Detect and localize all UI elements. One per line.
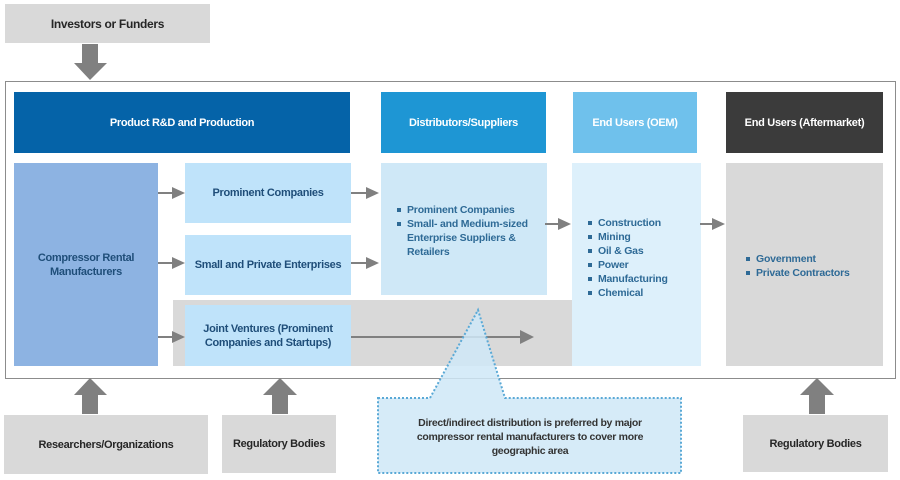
- manufacturers-box: Compressor Rental Manufacturers: [14, 163, 158, 366]
- investors-label: Investors or Funders: [50, 16, 165, 31]
- arrow-right-icon: [700, 218, 725, 230]
- oem-body: Construction Mining Oil & Gas Power Manu…: [572, 163, 701, 366]
- header-end-users-oem: End Users (OEM): [573, 92, 697, 153]
- arrow-up-icon: [74, 378, 107, 414]
- regulatory-bodies-left-label: Regulatory Bodies: [232, 438, 326, 450]
- regulatory-bodies-right-label: Regulatory Bodies: [769, 437, 862, 450]
- researchers-box: Researchers/Organizations: [4, 415, 208, 474]
- header-product-rd: Product R&D and Production: [14, 92, 350, 153]
- joint-ventures-box: Joint Ventures (Prominent Companies and …: [185, 305, 351, 366]
- prominent-companies-label: Prominent Companies: [212, 187, 324, 199]
- researchers-label: Researchers/Organizations: [38, 438, 174, 451]
- callout-text-box: Direct/indirect distribution is preferre…: [380, 402, 680, 471]
- list-item: Private Contractors: [744, 266, 877, 280]
- prominent-companies-box: Prominent Companies: [185, 163, 351, 223]
- list-item: Government: [744, 252, 877, 266]
- arrow-right-icon: [545, 218, 571, 230]
- arrow-right-icon: [351, 257, 379, 269]
- list-item: Manufacturing: [586, 272, 695, 286]
- aftermarket-body: Government Private Contractors: [726, 163, 883, 366]
- manufacturers-label: Compressor Rental Manufacturers: [37, 251, 135, 278]
- list-item: Small- and Medium-sized Enterprise Suppl…: [395, 217, 537, 259]
- header-end-users-oem-label: End Users (OEM): [592, 116, 678, 129]
- arrow-right-icon: [158, 331, 185, 343]
- small-private-box: Small and Private Enterprises: [185, 235, 351, 295]
- regulatory-bodies-right-box: Regulatory Bodies: [743, 415, 888, 472]
- regulatory-bodies-left-box: Regulatory Bodies: [222, 415, 336, 473]
- investors-box: Investors or Funders: [5, 4, 210, 43]
- header-product-rd-label: Product R&D and Production: [109, 116, 255, 129]
- callout-text: Direct/indirect distribution is preferre…: [416, 416, 644, 457]
- small-private-label: Small and Private Enterprises: [194, 259, 342, 271]
- list-item: Prominent Companies: [395, 203, 537, 217]
- arrow-right-icon: [351, 187, 379, 199]
- arrow-right-icon: [158, 257, 185, 269]
- list-item: Chemical: [586, 286, 695, 300]
- distributors-list: Prominent Companies Small- and Medium-si…: [395, 203, 537, 259]
- header-distributors: Distributors/Suppliers: [381, 92, 546, 153]
- distributors-body: Prominent Companies Small- and Medium-si…: [381, 163, 547, 295]
- list-item: Mining: [586, 230, 695, 244]
- arrow-down-icon: [74, 44, 107, 80]
- header-end-users-aftermarket-label: End Users (Aftermarket): [744, 116, 865, 129]
- callout-bubble: [377, 307, 682, 474]
- oem-list: Construction Mining Oil & Gas Power Manu…: [586, 216, 695, 300]
- header-end-users-aftermarket: End Users (Aftermarket): [726, 92, 883, 153]
- arrow-up-icon: [800, 378, 834, 414]
- joint-ventures-label: Joint Ventures (Prominent Companies and …: [203, 322, 333, 349]
- arrow-up-icon: [263, 378, 297, 414]
- aftermarket-list: Government Private Contractors: [744, 252, 877, 280]
- header-distributors-label: Distributors/Suppliers: [409, 116, 518, 129]
- arrow-right-icon: [351, 330, 534, 344]
- list-item: Construction: [586, 216, 695, 230]
- list-item: Oil & Gas: [586, 244, 695, 258]
- arrow-right-icon: [158, 187, 185, 199]
- list-item: Power: [586, 258, 695, 272]
